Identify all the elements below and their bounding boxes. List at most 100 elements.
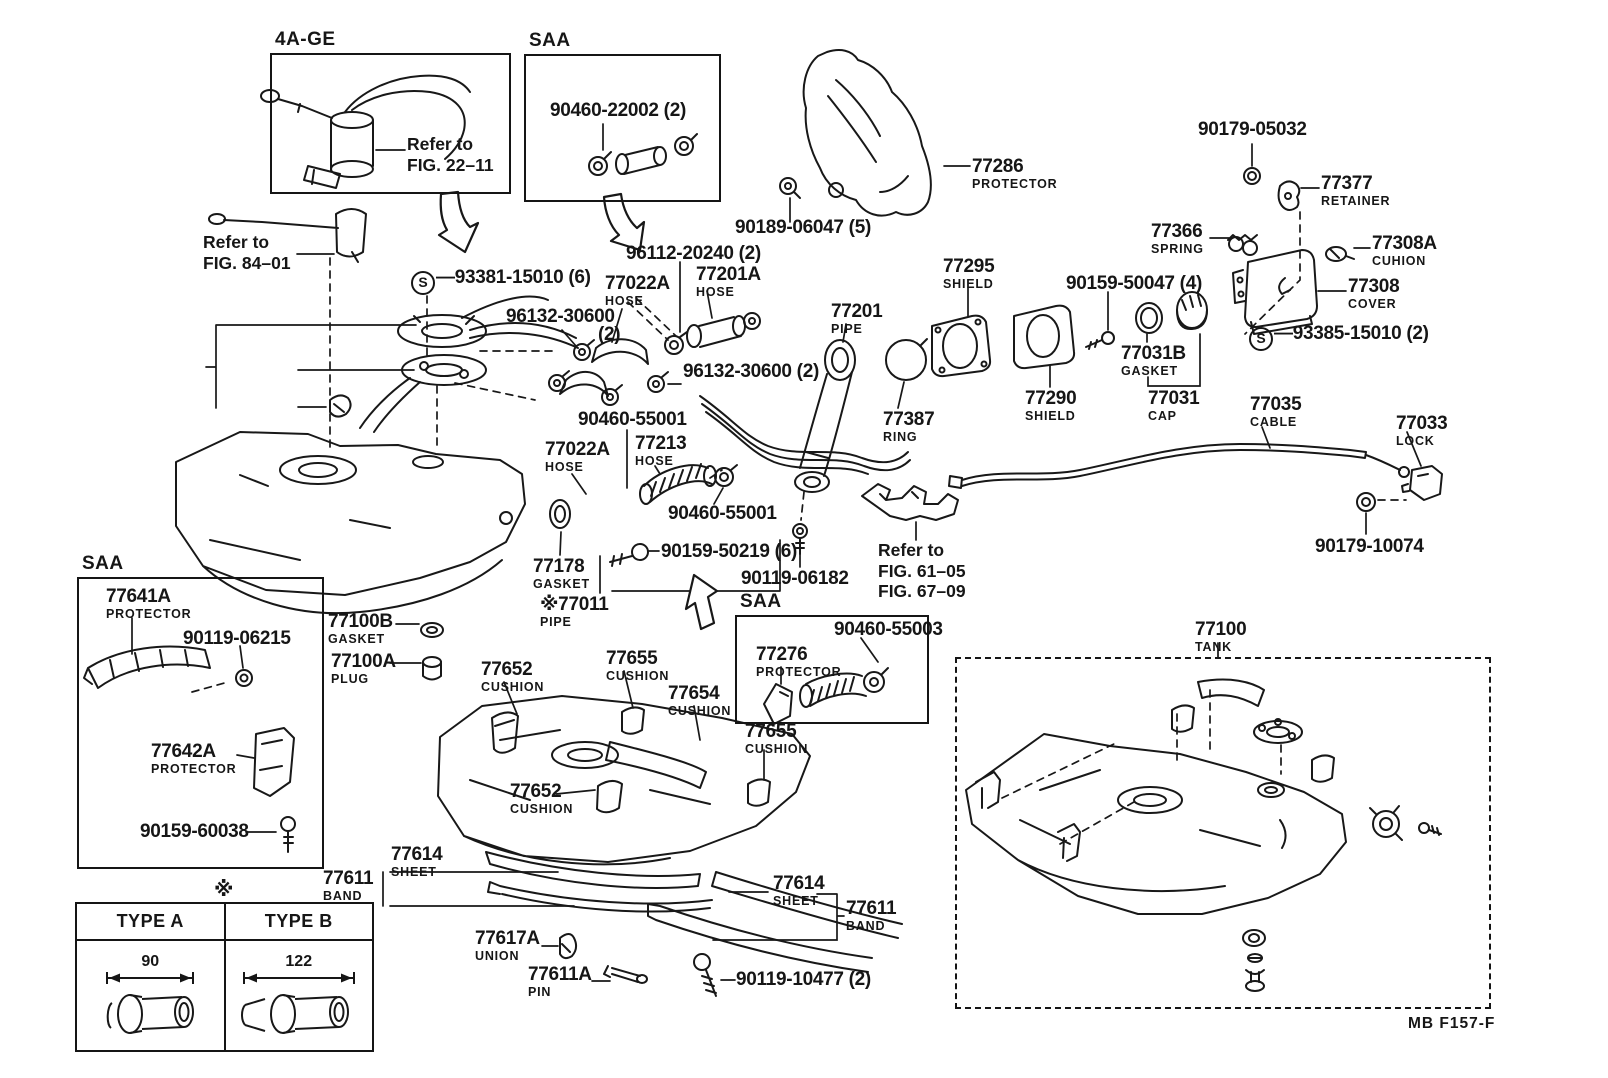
type-b-dimension: 122 xyxy=(241,953,357,985)
part-kind: CUSHION xyxy=(606,669,670,683)
note-line: FIG. 61–05 xyxy=(878,560,966,581)
part-number: 77611 xyxy=(846,898,897,919)
part-90119-06182: 90119-06182 xyxy=(741,569,849,588)
part-number: 77022A xyxy=(545,439,610,460)
part-kind: GASKET xyxy=(1121,364,1178,378)
part-number: 77031 xyxy=(1148,388,1200,409)
leader-lines xyxy=(131,123,1422,982)
part-kind: CAP xyxy=(1148,409,1177,423)
part-number: 77035 xyxy=(1250,394,1302,415)
part-number: 90119-06182 xyxy=(741,568,849,589)
part-kind: PIN xyxy=(528,985,552,999)
circled-s-icon: S xyxy=(411,271,435,295)
part-90179-10074: 90179-10074 xyxy=(1315,537,1424,556)
type-a-cell: 90 xyxy=(77,941,226,1050)
part-96132-30600-a-qty: (2) xyxy=(598,324,621,345)
part-kind: CUSHION xyxy=(668,704,732,718)
part-kind: GASKET xyxy=(533,577,590,591)
part-kind: PLUG xyxy=(331,672,369,686)
part-kind: PROTECTOR xyxy=(756,665,842,679)
part-kind: SHEET xyxy=(391,865,437,879)
part-number: 77201A xyxy=(696,264,761,285)
inset-4a-ge-title: 4A-GE xyxy=(275,29,336,50)
part-kind: BAND xyxy=(323,889,363,903)
note-line: FIG. 67–09 xyxy=(878,581,966,601)
part-number: 77611A xyxy=(528,964,592,985)
part-number: 90460-55003 xyxy=(834,619,943,640)
part-number: 77366 xyxy=(1151,221,1203,242)
part-kind: RETAINER xyxy=(1321,194,1391,208)
type-table-header-row: TYPE A TYPE B xyxy=(77,904,372,941)
part-number: 77308A xyxy=(1372,233,1437,254)
table-note-mark: ※ xyxy=(214,880,233,900)
part-kind: PIPE xyxy=(831,322,863,336)
drawing-code: MB F157-F xyxy=(1408,1016,1495,1032)
part-number: 77276 xyxy=(756,644,808,665)
part-number: 77100B xyxy=(328,611,393,632)
part-90119-10477: 90119-10477 (2) xyxy=(736,970,871,989)
part-90460-55003: 90460-55003 xyxy=(834,620,943,639)
part-number: 77655 xyxy=(745,721,797,742)
part-number: 90460-22002 (2) xyxy=(550,100,686,121)
part-kind: PROTECTOR xyxy=(106,607,192,621)
part-kind: LOCK xyxy=(1396,434,1435,448)
dimension-value: 90 xyxy=(141,952,160,970)
dimension-arrow-icon xyxy=(106,971,195,984)
part-kind: SPRING xyxy=(1151,242,1204,256)
part-number: 90179-10074 xyxy=(1315,536,1424,557)
part-number: MB F157-F xyxy=(1408,1015,1496,1032)
inset-saa-protectors-title: SAA xyxy=(82,553,124,574)
part-number: 77387 xyxy=(883,409,935,430)
part-number: 77031B xyxy=(1121,343,1186,364)
part-number: 77213 xyxy=(635,433,687,454)
part-number: 90189-06047 (5) xyxy=(735,217,871,238)
part-kind: CUHION xyxy=(1372,254,1427,268)
part-number: 77022A xyxy=(605,273,670,294)
band-type-table: TYPE A TYPE B 90 xyxy=(75,902,374,1052)
part-number: 77295 xyxy=(943,256,995,277)
part-number: 77655 xyxy=(606,648,658,669)
part-90159-50047: 90159-50047 (4) xyxy=(1066,274,1202,293)
part-96132-30600-a: 96132-30600 xyxy=(506,307,615,326)
part-kind: PROTECTOR xyxy=(972,177,1058,191)
part-number: ※ xyxy=(214,879,234,901)
part-number: 90119-10477 (2) xyxy=(736,969,871,990)
part-number: 77201 xyxy=(831,301,883,322)
part-93381-15010: S—93381-15010 (6) xyxy=(411,268,591,295)
type-a-header: TYPE A xyxy=(77,904,226,939)
part-number: 77652 xyxy=(510,781,562,802)
part-number: 96132-30600 (2) xyxy=(683,361,819,382)
part-number: 90159-50219 (6) xyxy=(661,541,797,562)
part-number: 90179-05032 xyxy=(1198,119,1307,140)
part-number: 77100 xyxy=(1195,619,1247,640)
part-number: (2) xyxy=(598,324,621,345)
note-line: Refer to xyxy=(203,232,270,252)
parts-artwork xyxy=(83,49,1443,997)
part-90179-05032: 90179-05032 xyxy=(1198,120,1307,139)
flow-arrow-icons xyxy=(437,190,719,631)
part-number: 77614 xyxy=(773,873,825,894)
part-number: 77286 xyxy=(972,156,1024,177)
part-number: 77100A xyxy=(331,651,396,672)
